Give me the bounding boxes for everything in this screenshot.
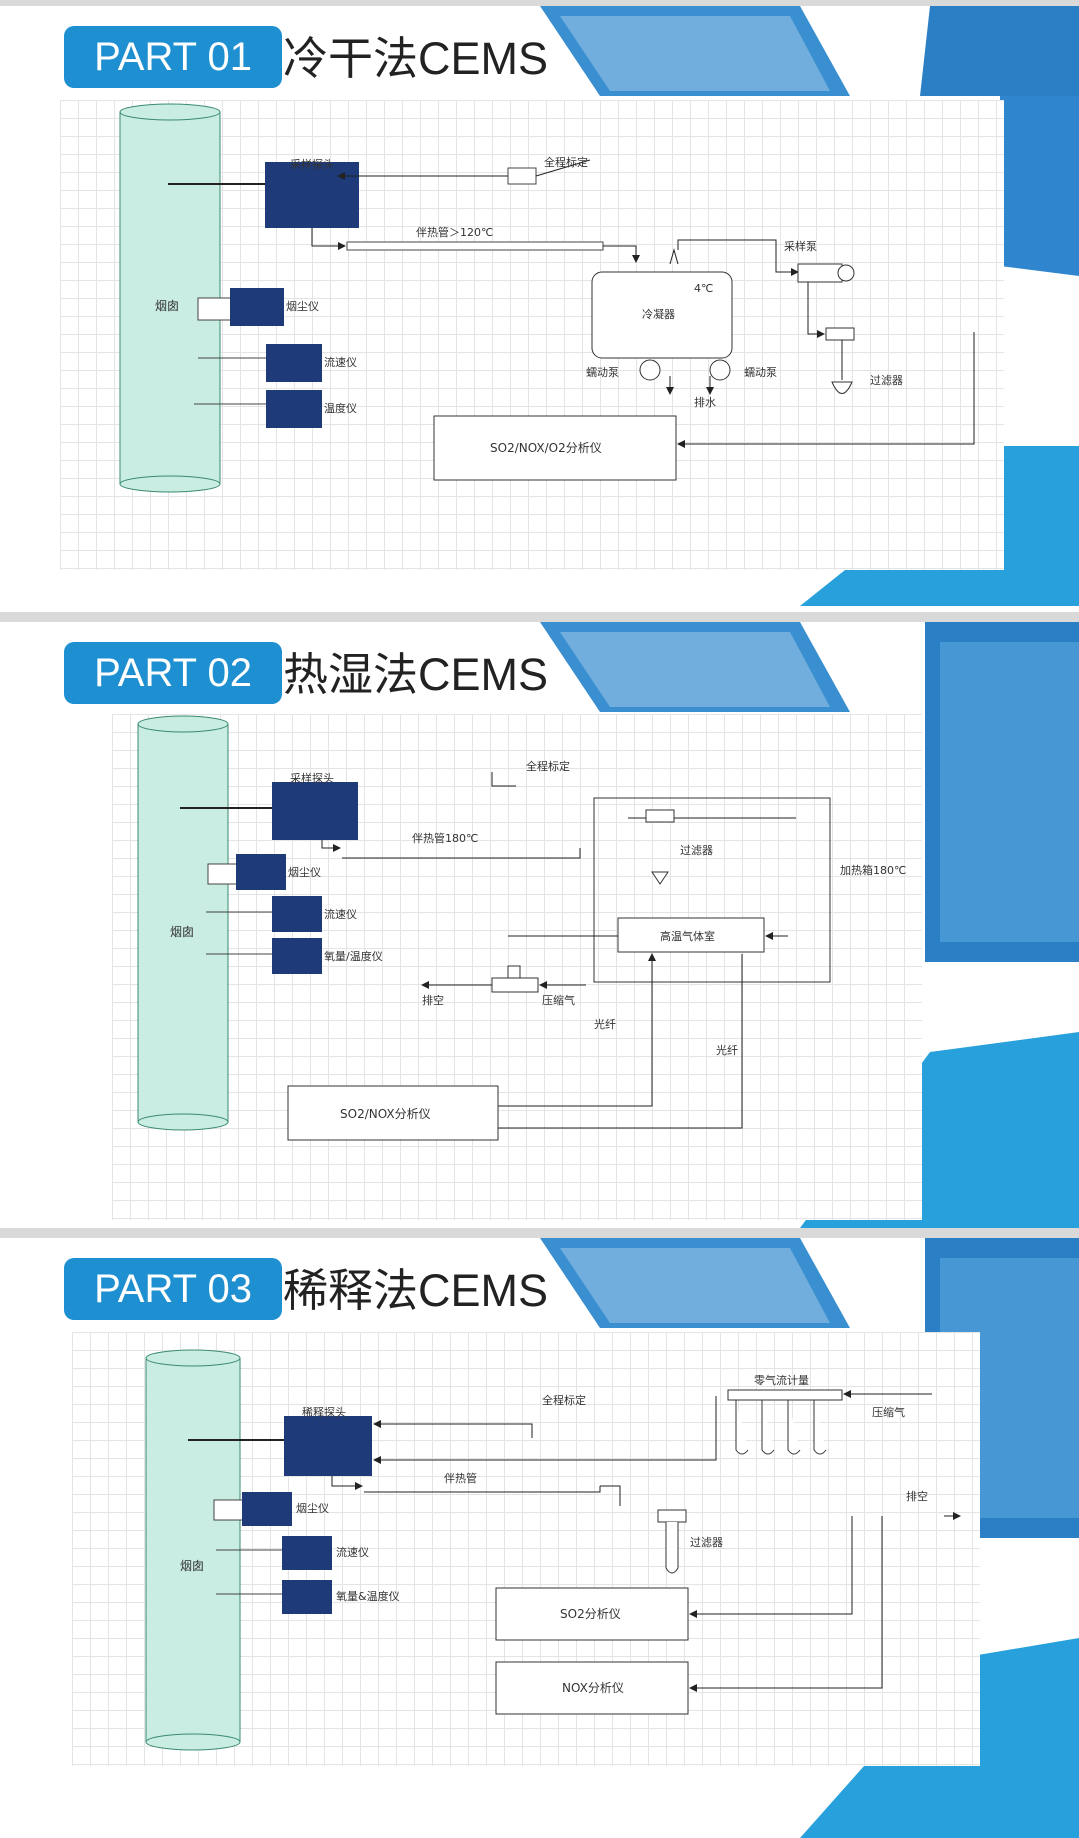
probe-label: 采样探头 (290, 771, 334, 785)
peristaltic-left-label: 蠕动泵 (586, 366, 619, 379)
rotameter-group (735, 1400, 827, 1455)
part-badge: PART 03 (64, 1258, 282, 1320)
dust-meter (230, 288, 284, 326)
dust-meter (236, 854, 286, 890)
diagram-panel: 烟囱 采样探头 全程标定 伴热管180℃ 烟尘仪 流速仪 氧量/温度仪 加热箱1… (112, 714, 922, 1220)
calibration-label: 全程标定 (542, 1393, 586, 1407)
heat-line-label: 伴热管＞120℃ (416, 225, 493, 239)
sample-pump (797, 263, 843, 283)
filter-label: 过滤器 (680, 844, 713, 857)
stack-cylinder (137, 715, 229, 1131)
heat-line-label: 伴热管 (444, 1471, 477, 1485)
stack-label: 烟囱 (170, 925, 194, 939)
slide-title: 冷干法CEMS (283, 33, 549, 84)
exhaust-label: 排空 (422, 993, 444, 1007)
so2-label: SO2分析仪 (560, 1607, 621, 1621)
dilution-diagram: 烟囱 稀释探头 全程标定 零气流计量 压缩气 伴热管 烟尘仪 (145, 1349, 961, 1751)
slide-title: 稀释法CEMS (283, 1265, 549, 1316)
heat-trace-line (346, 241, 604, 251)
probe-label: 稀释探头 (302, 1406, 346, 1419)
analyzer-box (433, 415, 677, 481)
flow-label: 流速仪 (324, 907, 357, 921)
flowmeter-manifold (727, 1389, 843, 1401)
part-badge: PART 02 (64, 642, 282, 704)
hot-wet-diagram: 烟囱 采样探头 全程标定 伴热管180℃ 烟尘仪 流速仪 氧量/温度仪 加热箱1… (137, 715, 906, 1141)
peristaltic-pump-right (709, 359, 731, 381)
cooler-box (591, 271, 733, 359)
nox-analyzer (495, 1661, 689, 1715)
diagram-panel: 烟囱 采样探头 全程标定 伴热管＞120℃ 烟尘仪 流速仪 温度仪 4℃ 冷凝器 (60, 100, 1004, 570)
stack-label: 烟囱 (180, 1559, 204, 1573)
probe-label: 采样探头 (290, 157, 334, 171)
flowmeter-label: 零气流计量 (754, 1373, 809, 1387)
filter-housing (645, 809, 675, 823)
temp-4c-label: 4℃ (694, 282, 713, 295)
filter-label: 过滤器 (690, 1536, 723, 1549)
dilution-probe (284, 1416, 372, 1476)
o2temp-label: 氧量/温度仪 (324, 949, 383, 963)
ejector (491, 977, 539, 993)
peristaltic-right-label: 蠕动泵 (744, 366, 777, 379)
cooler-label: 冷凝器 (642, 307, 675, 321)
flow-meter (282, 1536, 332, 1570)
filter-housing (657, 1509, 687, 1523)
slide-part-02: PART 02 热湿法CEMS 烟囱 采样探头 全程标定 伴热管180℃ (0, 622, 1079, 1228)
cold-dry-diagram: 烟囱 采样探头 全程标定 伴热管＞120℃ 烟尘仪 流速仪 温度仪 4℃ 冷凝器 (119, 103, 975, 493)
temp-label: 温度仪 (324, 401, 357, 415)
flow-meter (266, 344, 322, 382)
flow-meter (272, 896, 322, 932)
slide-title: 热湿法CEMS (283, 649, 549, 700)
filter-housing (825, 327, 855, 341)
slide-part-03: PART 03 稀释法CEMS 烟囱 稀释探头 全程标定 零气流计量 (0, 1238, 1079, 1838)
dust-label: 烟尘仪 (296, 1501, 329, 1515)
sampling-probe (265, 162, 359, 228)
compressed-label: 压缩气 (542, 993, 575, 1007)
peristaltic-pump-left (639, 359, 661, 381)
analyzer-label: SO2/NOX分析仪 (340, 1107, 431, 1121)
dust-label: 烟尘仪 (288, 865, 321, 879)
calibration-label: 全程标定 (526, 759, 570, 773)
o2-temp-meter (282, 1580, 332, 1614)
cell-label: 高温气体室 (660, 929, 715, 943)
compressed-label: 压缩气 (872, 1405, 905, 1419)
drain-label: 排水 (694, 395, 716, 409)
fiber-label: 光纤 (716, 1043, 738, 1057)
hot-gas-cell (617, 917, 765, 953)
so2-analyzer (495, 1587, 689, 1641)
flow-label: 流速仪 (324, 355, 357, 369)
box-label: 加热箱180℃ (840, 863, 906, 877)
nox-label: NOX分析仪 (562, 1681, 624, 1695)
slide-part-01: PART 01 冷干法CEMS 烟囱 采样探头 全程标定 伴热管＞120℃ (0, 6, 1079, 612)
exhaust-label: 排空 (906, 1489, 928, 1503)
temp-meter (266, 390, 322, 428)
stack-label: 烟囱 (155, 299, 179, 313)
sample-pump-label: 采样泵 (784, 239, 817, 253)
heated-box (593, 797, 831, 983)
dust-meter (242, 1492, 292, 1526)
light-label: 光纤 (594, 1017, 616, 1031)
sampling-probe (272, 782, 358, 840)
o2-temp-meter (272, 938, 322, 974)
analyzer-label: SO2/NOX/O2分析仪 (490, 441, 602, 455)
filter-label: 过滤器 (870, 374, 903, 387)
part-badge: PART 01 (64, 26, 282, 88)
calibration-valve (507, 167, 537, 185)
analyzer-box (287, 1085, 499, 1141)
heat-line-label: 伴热管180℃ (412, 831, 478, 845)
calibration-label: 全程标定 (544, 155, 588, 169)
o2temp-label: 氧量&温度仪 (336, 1589, 400, 1603)
dust-label: 烟尘仪 (286, 299, 319, 313)
diagram-panel: 烟囱 稀释探头 全程标定 零气流计量 压缩气 伴热管 烟尘仪 (72, 1332, 980, 1766)
flow-label: 流速仪 (336, 1545, 369, 1559)
